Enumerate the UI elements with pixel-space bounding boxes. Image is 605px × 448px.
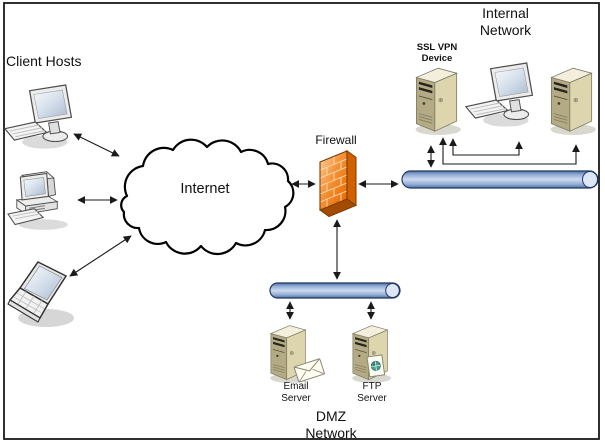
label-ftp-server: FTP Server [357, 381, 387, 404]
internal-workstation-icon [465, 62, 534, 128]
label-email-server: Email Server [281, 381, 311, 404]
label-ssl-vpn-device: SSL VPN Device [416, 42, 458, 65]
client-laptop-icon [7, 261, 75, 328]
label-firewall: Firewall [315, 133, 357, 147]
firewall-icon [318, 149, 358, 218]
label-client-hosts: Client Hosts [6, 53, 82, 69]
internet-cloud [120, 138, 295, 256]
internal-server-icon [550, 67, 597, 136]
client-desktop-icon [7, 171, 69, 231]
label-internet: Internet [180, 181, 230, 197]
ftp-server-icon [351, 325, 392, 384]
ftp-page-icon [366, 354, 386, 378]
label-internal-network: Internal Network [479, 5, 532, 38]
ssl-vpn-device-icon [415, 67, 462, 136]
connection-arrows [69, 133, 580, 320]
label-dmz-network: DMZ Network [305, 408, 357, 441]
dmz-network-bus [269, 282, 401, 299]
page-border [3, 2, 600, 440]
envelope-icon [293, 358, 325, 383]
email-server-icon [269, 325, 325, 384]
client-workstation-icon [4, 84, 73, 150]
internal-network-bus [401, 170, 599, 189]
